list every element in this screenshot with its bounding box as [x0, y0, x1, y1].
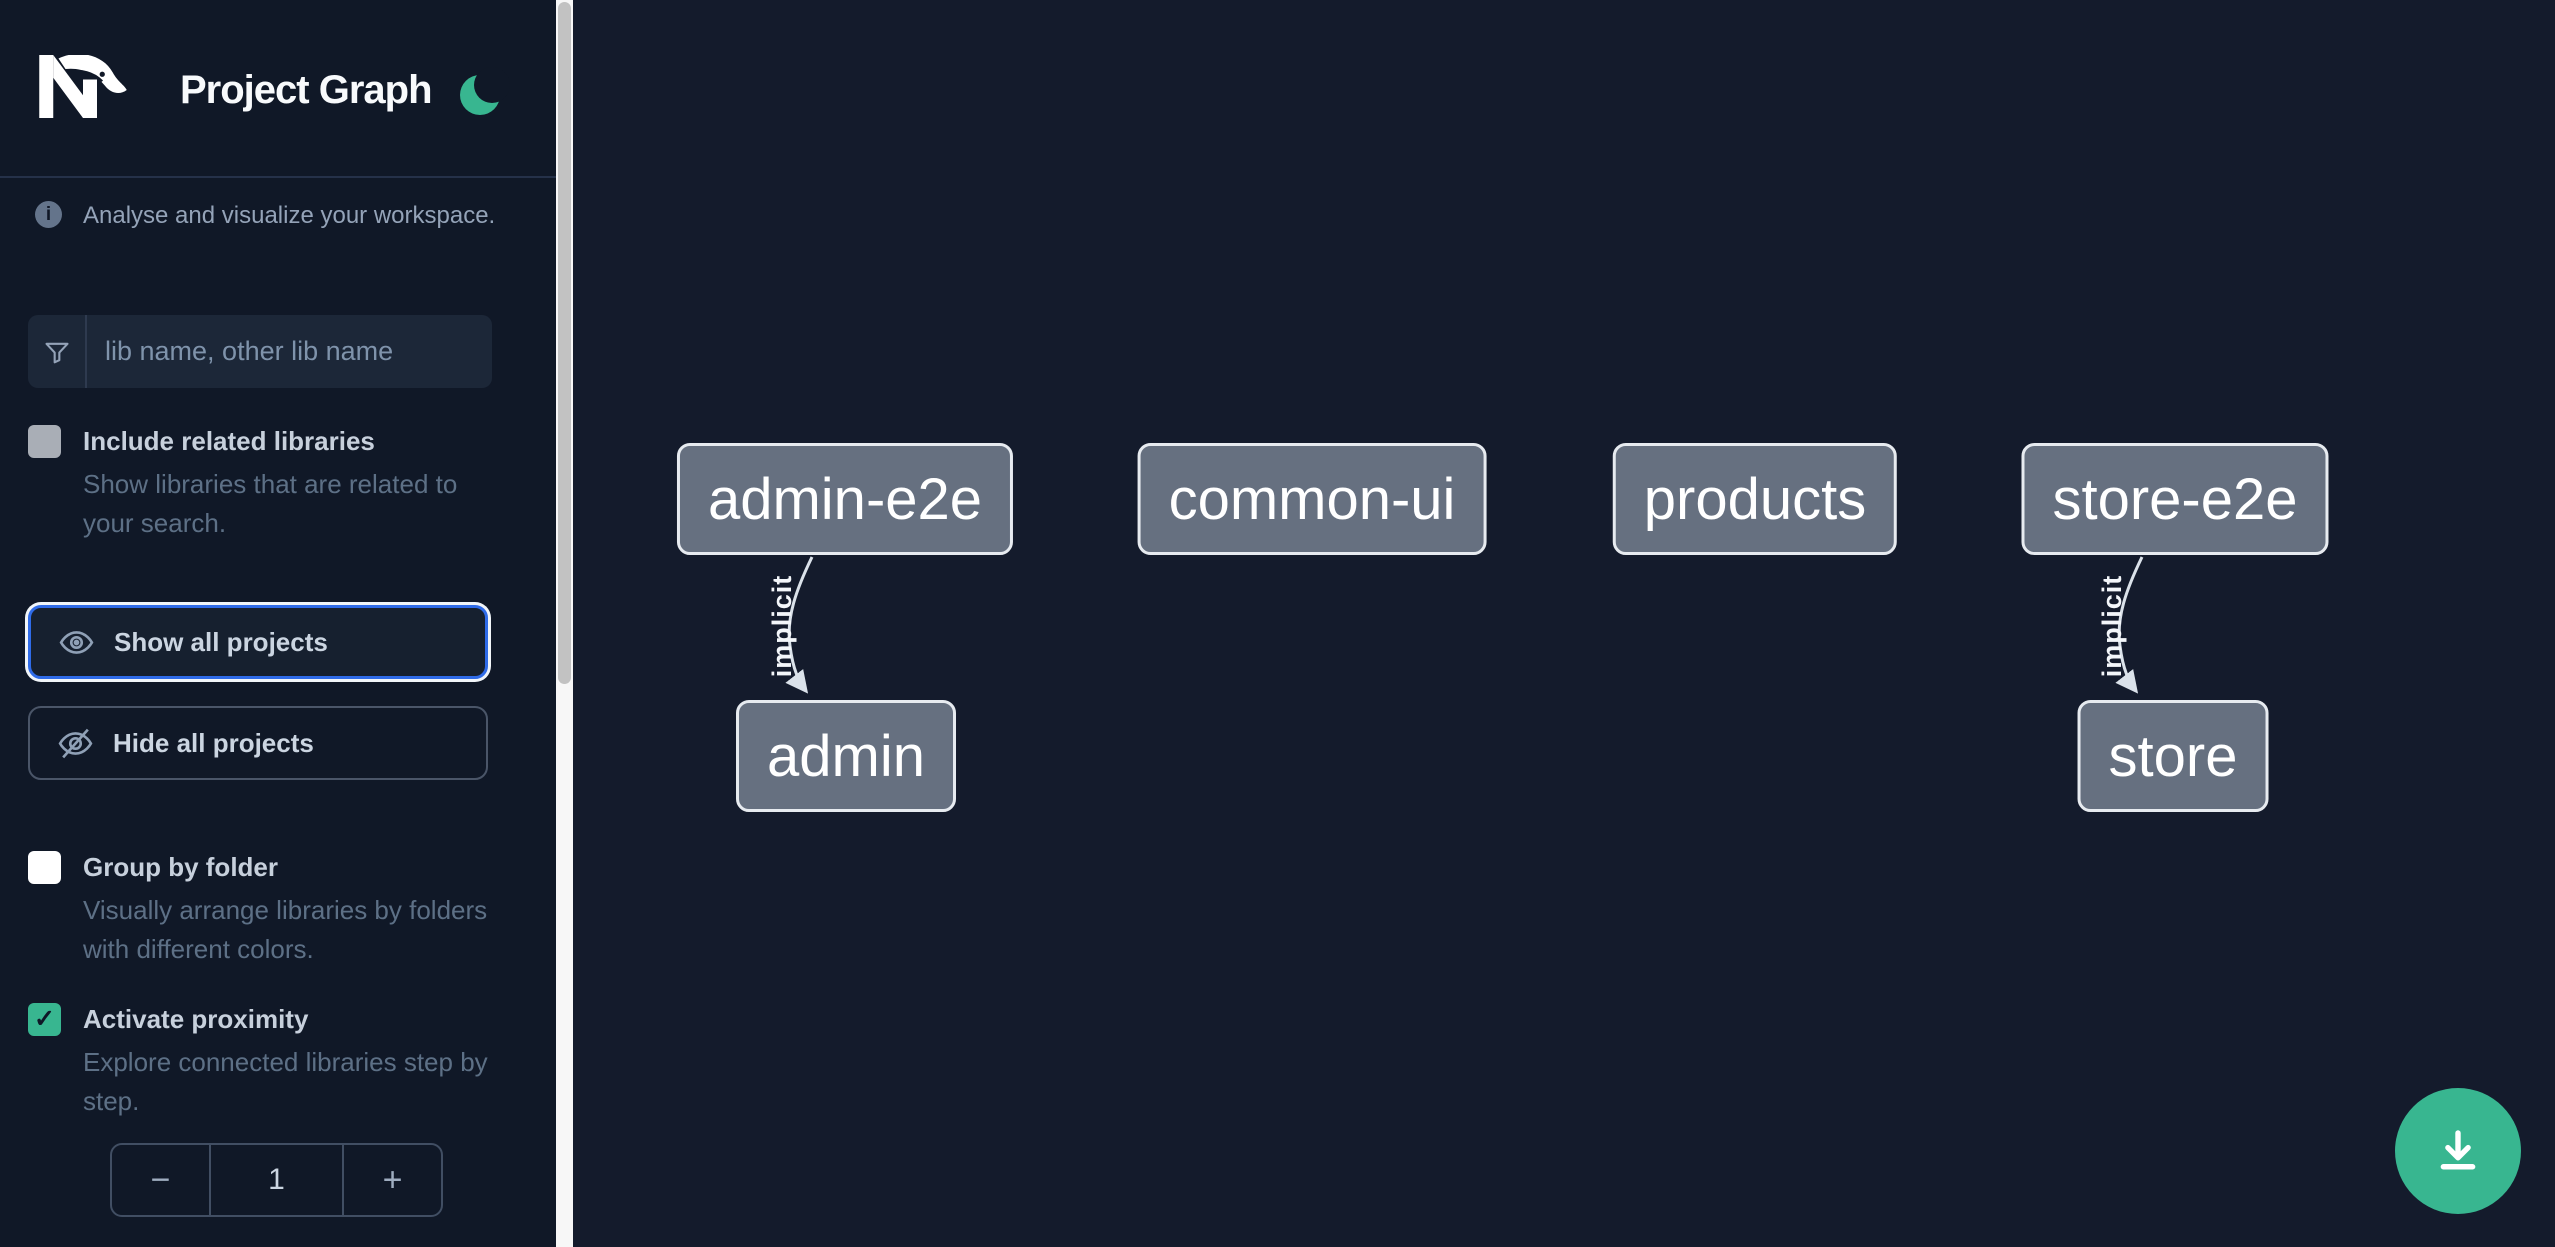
edge-label: implicit [767, 575, 797, 678]
header-divider [0, 176, 556, 178]
page-title: Project Graph [180, 68, 433, 112]
activate-proximity-label: Activate proximity [83, 1004, 309, 1034]
search-input[interactable] [87, 315, 492, 388]
graph-edge [2115, 556, 2144, 694]
graph-node[interactable]: admin-e2e [676, 443, 1014, 555]
graph-node[interactable]: products [1612, 443, 1898, 555]
activate-proximity-row: ✓ Activate proximity Explore connected l… [28, 1003, 513, 1121]
stepper-decrement-button[interactable]: − [150, 1160, 171, 1199]
graph-node[interactable]: store-e2e [2021, 443, 2329, 555]
nx-logo-icon [39, 55, 127, 118]
graph-node[interactable]: common-ui [1137, 443, 1487, 555]
proximity-stepper: − 1 + [110, 1143, 443, 1217]
workspace-info: i Analyse and visualize your workspace. [35, 201, 495, 230]
stepper-value: 1 [209, 1145, 344, 1215]
group-by-folder-row: Group by folder Visually arrange librari… [28, 851, 513, 969]
include-related-description: Show libraries that are related to your … [83, 469, 458, 538]
hide-all-projects-button[interactable]: Hide all projects [28, 706, 488, 780]
checkmark-icon: ✓ [34, 1005, 55, 1033]
info-text: Analyse and visualize your workspace. [83, 202, 496, 229]
show-all-projects-label: Show all projects [114, 626, 328, 657]
edge-label: implicit [2097, 575, 2127, 678]
graph-edge [785, 556, 814, 694]
eye-off-icon [58, 728, 93, 758]
download-button[interactable] [2395, 1088, 2521, 1214]
graph-node[interactable]: store [2077, 700, 2269, 812]
include-related-checkbox[interactable] [28, 425, 61, 458]
filter-icon [28, 315, 87, 388]
hide-all-projects-label: Hide all projects [113, 727, 314, 758]
info-icon: i [35, 201, 62, 228]
group-by-folder-description: Visually arrange libraries by folders wi… [83, 895, 488, 964]
dark-mode-toggle[interactable] [460, 67, 510, 115]
sidebar-scrollbar-track[interactable] [556, 0, 573, 1247]
include-related-row: Include related libraries Show libraries… [28, 425, 513, 543]
download-icon [2440, 1130, 2476, 1170]
activate-proximity-description: Explore connected libraries step by step… [83, 1047, 488, 1116]
group-by-folder-checkbox[interactable] [28, 851, 61, 884]
graph-edges: implicit implicit [767, 556, 2144, 694]
search-box [28, 315, 492, 388]
group-by-folder-label: Group by folder [83, 852, 278, 882]
sidebar-scrollbar-thumb[interactable] [558, 2, 571, 684]
stepper-increment-button[interactable]: + [382, 1160, 403, 1199]
show-all-projects-button[interactable]: Show all projects [28, 605, 488, 679]
eye-icon [59, 630, 94, 654]
graph-node[interactable]: admin [736, 700, 956, 812]
activate-proximity-checkbox[interactable]: ✓ [28, 1003, 61, 1036]
include-related-label: Include related libraries [83, 426, 375, 456]
sidebar: Project Graph i Analyse and visualize yo… [0, 0, 556, 1247]
project-graph-canvas[interactable]: implicit implicit admin-e2e common-ui produ… [573, 0, 2555, 1247]
